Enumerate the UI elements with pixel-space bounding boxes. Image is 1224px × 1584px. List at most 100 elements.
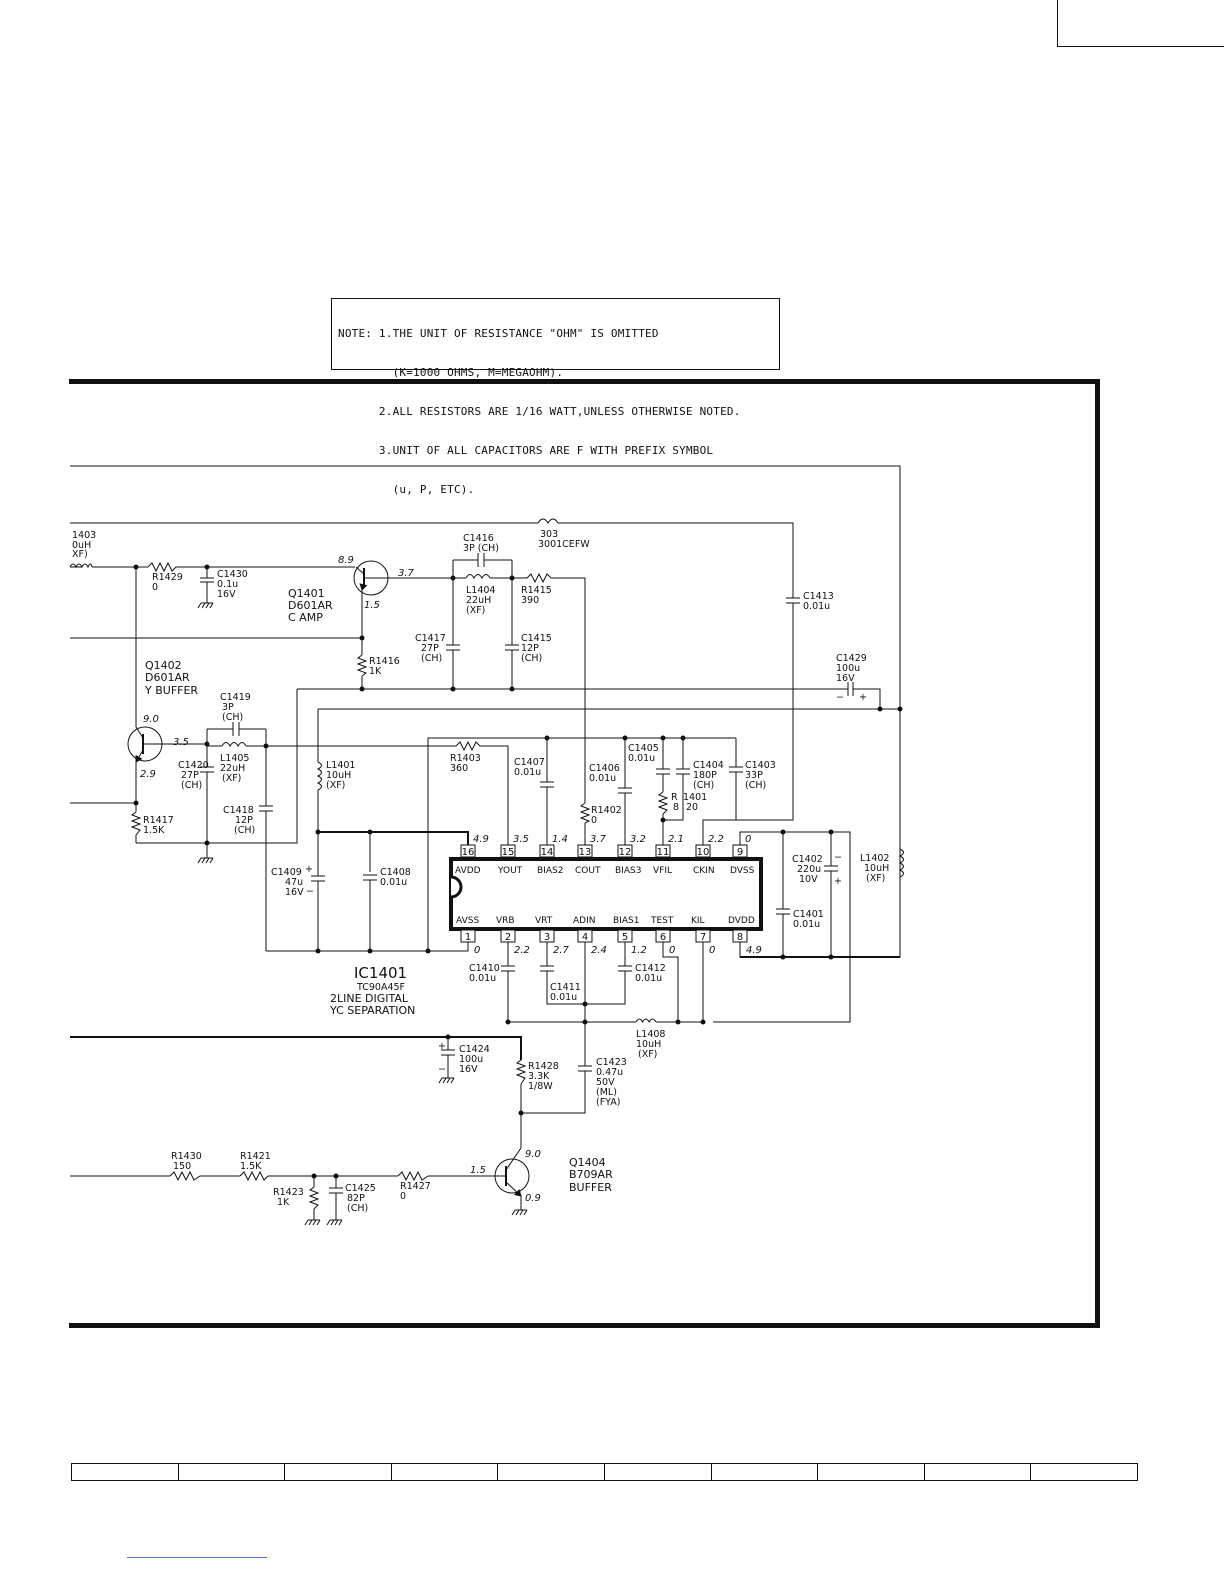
- resistor-icon: [515, 1059, 527, 1085]
- svg-text:C1404: C1404: [693, 760, 724, 771]
- svg-text:C1412: C1412: [635, 963, 666, 974]
- ic-pin-name: VRB: [496, 916, 515, 926]
- ic-pin-voltage: 4.9: [473, 834, 489, 845]
- svg-text:1403: 1403: [72, 530, 96, 541]
- svg-text:390: 390: [521, 595, 539, 606]
- note-line-2: (K=1000 OHMS, M=MEGAOHM).: [338, 366, 564, 379]
- filter-icon: [537, 518, 559, 524]
- ic-pin-number: 9: [737, 847, 743, 858]
- schematic-frame: [69, 379, 1100, 1328]
- wire-c1413-down: [702, 612, 794, 845]
- footer-cell: [497, 1463, 605, 1481]
- wire-c1404-down: [663, 781, 684, 821]
- svg-text:100u: 100u: [459, 1054, 483, 1065]
- label-l1408: L1408 10uH (XF): [636, 1029, 665, 1060]
- svg-text:(CH): (CH): [693, 780, 714, 791]
- svg-text:0.01u: 0.01u: [589, 773, 616, 784]
- label-l1402: L1402 10uH (XF): [860, 853, 889, 884]
- svg-text:C1415: C1415: [521, 633, 552, 644]
- ic-pin-box: [695, 844, 711, 858]
- junction-dot: [133, 800, 139, 806]
- junction-dot: [367, 829, 373, 835]
- label-l1404: L1404 22uH (XF): [466, 585, 495, 616]
- svg-text:(CH): (CH): [222, 712, 243, 723]
- svg-text:R: R: [671, 792, 678, 803]
- label-c1419: C1419 3P (CH): [220, 692, 251, 723]
- svg-text:16V: 16V: [459, 1064, 478, 1075]
- svg-text:(XF): (XF): [866, 873, 885, 884]
- label-r1403: R1403 360: [450, 753, 481, 774]
- polarity-minus: −: [834, 852, 842, 863]
- label-c1405: C1405 0.01u: [628, 743, 659, 764]
- junction-dot: [780, 954, 786, 960]
- ic-part-label: TC90A45F: [356, 982, 405, 993]
- ic-pin-name: TEST: [650, 916, 674, 926]
- svg-text:C1411: C1411: [550, 982, 581, 993]
- junction-dot: [660, 817, 666, 823]
- svg-text:L1404: L1404: [466, 585, 495, 596]
- ground-icon: [197, 602, 214, 609]
- svg-text:47u: 47u: [285, 877, 303, 888]
- svg-text:180P: 180P: [693, 770, 717, 781]
- inductor-icon: [69, 563, 93, 569]
- svg-text:R1423: R1423: [273, 1187, 304, 1198]
- ic-pin-number: 16: [462, 847, 475, 858]
- svg-text:(CH): (CH): [421, 653, 442, 664]
- ic-pin-voltage: 2.7: [553, 945, 570, 956]
- svg-text:0.01u: 0.01u: [635, 973, 662, 984]
- ic-pin-number: 13: [579, 847, 592, 858]
- transistor-icon: [127, 726, 163, 762]
- svg-text:22uH: 22uH: [220, 763, 245, 774]
- ic-pin-box: [617, 844, 633, 858]
- ground-icon: [511, 1209, 528, 1216]
- svg-text:(XF): (XF): [466, 605, 485, 616]
- svg-text:22uH: 22uH: [466, 595, 491, 606]
- ic-pin-box: [617, 929, 633, 943]
- junction-dot: [828, 829, 834, 835]
- svg-text:0.01u: 0.01u: [550, 992, 577, 1003]
- ic-pin-name: BIAS3: [615, 866, 641, 876]
- label-c1404: C1404 180P (CH): [693, 760, 724, 791]
- q1401-ref: Q1401: [288, 587, 325, 600]
- svg-text:(CH): (CH): [521, 653, 542, 664]
- junction-dot: [315, 829, 321, 835]
- ic-pin-box: [539, 929, 555, 943]
- ic-pin-name: VFIL: [653, 866, 672, 876]
- transistor-icon: [353, 560, 389, 596]
- wire-297-drop: [206, 689, 298, 858]
- svg-text:C1410: C1410: [469, 963, 500, 974]
- label-r1429: R1429 0: [152, 572, 183, 593]
- label-c1416: C1416 3P (CH): [463, 533, 499, 554]
- svg-text:L1401: L1401: [326, 760, 355, 771]
- label-c1420: C1420 27P (CH): [178, 760, 209, 791]
- svg-text:3P: 3P: [222, 702, 234, 713]
- junction-dot: [780, 829, 786, 835]
- wire-r1415-to-r1402: [551, 577, 586, 803]
- label-r1430: R1430 150: [171, 1151, 202, 1172]
- resistor-icon: [657, 791, 669, 815]
- note-line-5: (u, P, ETC).: [338, 483, 475, 496]
- inductor-icon: [465, 574, 491, 580]
- transistor-q1404: [494, 1147, 530, 1197]
- junction-dot: [582, 1019, 588, 1025]
- ic-pin-voltage: 3.5: [513, 834, 529, 845]
- label-c1401: C1401 0.01u: [793, 909, 824, 930]
- svg-text:10uH: 10uH: [326, 770, 351, 781]
- wire-avdd: [318, 831, 469, 845]
- footer-grid: [71, 1463, 1138, 1481]
- svg-text:C1424: C1424: [459, 1044, 490, 1055]
- ic-pin-box: [460, 929, 476, 943]
- svg-text:C1413: C1413: [803, 591, 834, 602]
- label-r1427: R1427 0: [400, 1181, 431, 1202]
- ic-pin-number: 2: [505, 932, 511, 943]
- q1401-ve: 1.5: [364, 600, 380, 611]
- ic-pin-name: DVSS: [730, 866, 755, 876]
- svg-text:0.47u: 0.47u: [596, 1067, 623, 1078]
- ic-pin-number: 8: [737, 932, 743, 943]
- svg-text:C1420: C1420: [178, 760, 209, 771]
- q1401-vb: 3.7: [398, 568, 415, 579]
- q1402-func: Y BUFFER: [144, 684, 198, 697]
- ic-pin-number: 11: [657, 847, 670, 858]
- ic-pin-number: 15: [502, 847, 515, 858]
- resistor-icon: [239, 1170, 269, 1182]
